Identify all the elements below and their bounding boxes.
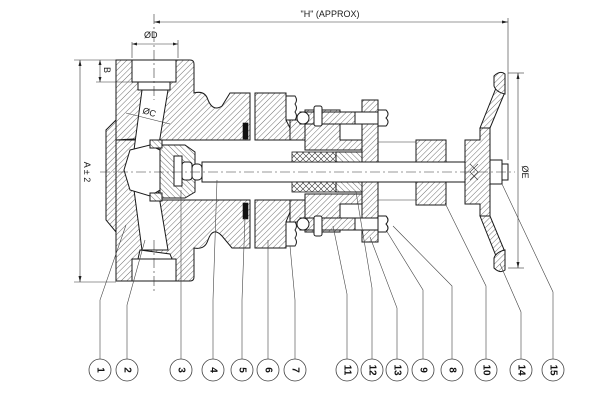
balloon-part-1: 1 <box>88 224 127 382</box>
dimension-A: A ± 2 <box>74 59 116 283</box>
dimension-h-label: "H" (APPROX) <box>301 9 360 19</box>
balloon-number: 15 <box>548 364 559 376</box>
balloon-part-7: 7 <box>283 245 307 382</box>
balloon-circle <box>360 358 384 382</box>
balloon-part-6: 6 <box>256 240 280 382</box>
center-lines <box>100 14 515 294</box>
leader-line <box>385 229 424 359</box>
balloon-part-13: 13 <box>369 236 409 382</box>
balloon-number: 9 <box>418 367 429 373</box>
balloon-part-4: 4 <box>201 179 225 382</box>
balloon-number: 3 <box>176 367 187 373</box>
balloon-circle <box>411 358 435 382</box>
balloon-number: 14 <box>516 364 527 376</box>
balloon-circle <box>230 358 254 382</box>
balloon-part-5: 5 <box>230 217 254 382</box>
handwheel <box>464 71 509 273</box>
balloon-circle <box>509 358 533 382</box>
balloon-circle <box>335 358 359 382</box>
balloon-part-14: 14 <box>499 263 533 382</box>
balloon-circle <box>169 358 193 382</box>
leader-line <box>392 225 453 359</box>
dimension-e-label: ØE <box>520 165 530 178</box>
balloon-part-10: 10 <box>444 202 498 382</box>
balloon-number: 8 <box>447 367 458 373</box>
balloon-circle <box>115 358 139 382</box>
balloon-circle <box>474 358 498 382</box>
balloon-number: 13 <box>392 364 403 376</box>
leader-line <box>241 217 246 359</box>
balloon-number: 5 <box>237 367 248 373</box>
balloon-circle <box>385 358 409 382</box>
balloon-number: 12 <box>367 364 378 376</box>
dimension-d-label: ØD <box>144 30 158 40</box>
balloon-circle <box>283 358 307 382</box>
balloon-number: 11 <box>342 365 353 376</box>
leader-line <box>499 263 522 359</box>
leader-line <box>369 236 398 359</box>
leader-line <box>126 239 146 359</box>
dimension-b-label: B <box>102 67 112 73</box>
dimension-c-label: ØC <box>141 105 157 119</box>
balloon-number: 4 <box>208 367 219 373</box>
balloon-circle <box>440 358 464 382</box>
leader-line <box>444 202 487 359</box>
disc-holder <box>149 139 196 202</box>
dimension-D: ØD <box>131 30 179 58</box>
balloon-circle <box>201 358 225 382</box>
balloon-part-11: 11 <box>332 225 359 382</box>
balloon-part-15: 15 <box>501 183 565 382</box>
dimension-C: ØC <box>125 105 171 125</box>
balloon-number: 7 <box>290 367 301 373</box>
balloon-part-9: 9 <box>385 229 435 382</box>
dimension-B: B <box>96 60 132 83</box>
dimension-H: "H" (APPROX) <box>154 9 509 160</box>
balloon-part-8: 8 <box>392 225 464 382</box>
balloon-circle <box>541 358 565 382</box>
balloon-number: 10 <box>481 364 492 376</box>
balloon-circle <box>88 358 112 382</box>
leader-line <box>212 179 218 359</box>
balloon-part-3: 3 <box>169 190 193 382</box>
dimension-a-label: A ± 2 <box>82 162 92 182</box>
leader-line <box>332 225 348 359</box>
balloon-circle <box>256 358 280 382</box>
balloon-number: 6 <box>263 367 274 373</box>
leader-line <box>355 191 373 359</box>
balloon-number: 1 <box>95 367 106 373</box>
leader-line <box>99 224 127 359</box>
balloon-part-2: 2 <box>115 239 146 382</box>
balloon-number: 2 <box>122 367 133 373</box>
leader-line <box>501 183 554 359</box>
gland-flange <box>296 99 389 243</box>
yoke-nut <box>378 139 447 206</box>
dimension-E: ØE <box>508 72 530 269</box>
balloon-part-12: 12 <box>355 191 384 382</box>
leader-line <box>289 245 296 359</box>
